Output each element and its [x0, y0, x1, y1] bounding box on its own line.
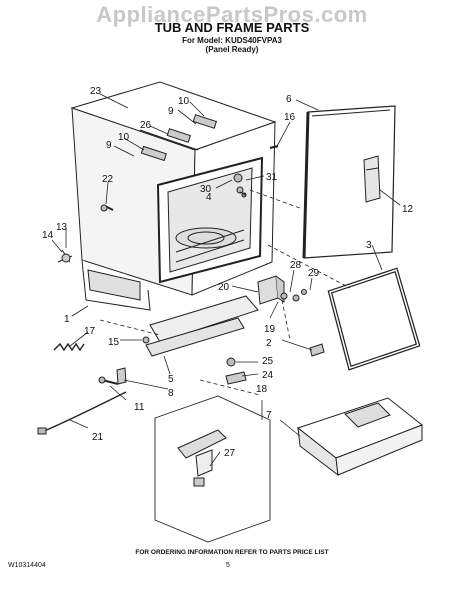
- callout-27: 27: [224, 448, 236, 459]
- callout-18: 18: [256, 384, 268, 395]
- callout-20: 20: [218, 282, 230, 293]
- callout-15: 15: [108, 337, 120, 348]
- callout-9a: 9: [168, 106, 174, 117]
- sub-assembly-box: [154, 395, 271, 543]
- bracket-20-drawing: [257, 275, 285, 305]
- bracket-drawing: [363, 155, 381, 203]
- callout-29: 29: [308, 268, 320, 279]
- spring-drawing: [53, 342, 85, 352]
- callout-10b: 10: [118, 132, 130, 143]
- callout-2: 2: [266, 338, 272, 349]
- callout-16: 16: [284, 112, 296, 123]
- door-seal-drawing: [327, 267, 421, 371]
- insulation-strip-drawing: [145, 295, 259, 357]
- cable-drawing: [37, 391, 127, 435]
- callout-21: 21: [92, 432, 104, 443]
- callout-11: 11: [134, 402, 145, 413]
- callout-25: 25: [262, 356, 274, 367]
- callout-23: 23: [90, 86, 102, 97]
- panel-line: (Panel Ready): [205, 45, 259, 54]
- callout-22: 22: [102, 174, 114, 185]
- reference-lines: [99, 189, 351, 396]
- callout-17: 17: [84, 326, 96, 337]
- callout-31: 31: [266, 172, 278, 183]
- ordering-info: FOR ORDERING INFORMATION REFER TO PARTS …: [135, 549, 329, 556]
- callout-labels: 1 2 3 4 5 6 7 8 9 9 10 10 11 12 13 14 15…: [42, 86, 414, 459]
- leader-lines: [51, 93, 401, 467]
- callout-8: 8: [168, 388, 174, 399]
- callout-14: 14: [42, 230, 54, 241]
- callout-4: 4: [206, 192, 212, 203]
- page-title: TUB AND FRAME PARTS: [154, 20, 310, 35]
- document-id: W10314404: [8, 562, 46, 569]
- callout-5: 5: [168, 374, 174, 385]
- callout-19: 19: [264, 324, 276, 335]
- tub-drawing: [57, 81, 279, 311]
- callout-7: 7: [266, 410, 272, 421]
- base-panel-drawing: [296, 397, 423, 477]
- callout-12: 12: [402, 204, 414, 215]
- callout-24: 24: [262, 370, 274, 381]
- callout-1: 1: [64, 314, 70, 325]
- callout-26: 26: [140, 120, 152, 131]
- callout-3: 3: [366, 240, 372, 251]
- callout-10a: 10: [178, 96, 190, 107]
- watermark: AppliancePartsPros.com: [96, 2, 368, 27]
- gasket-strip-drawing: [302, 105, 396, 259]
- small-hardware-drawing: [98, 289, 325, 385]
- callout-28: 28: [290, 260, 302, 271]
- callout-9b: 9: [106, 140, 112, 151]
- page-number: 5: [226, 562, 230, 569]
- callout-30: 30: [200, 184, 212, 195]
- callout-6: 6: [286, 94, 292, 105]
- model-line: For Model: KUDS40FVPA3: [182, 36, 282, 45]
- callout-13: 13: [56, 222, 68, 233]
